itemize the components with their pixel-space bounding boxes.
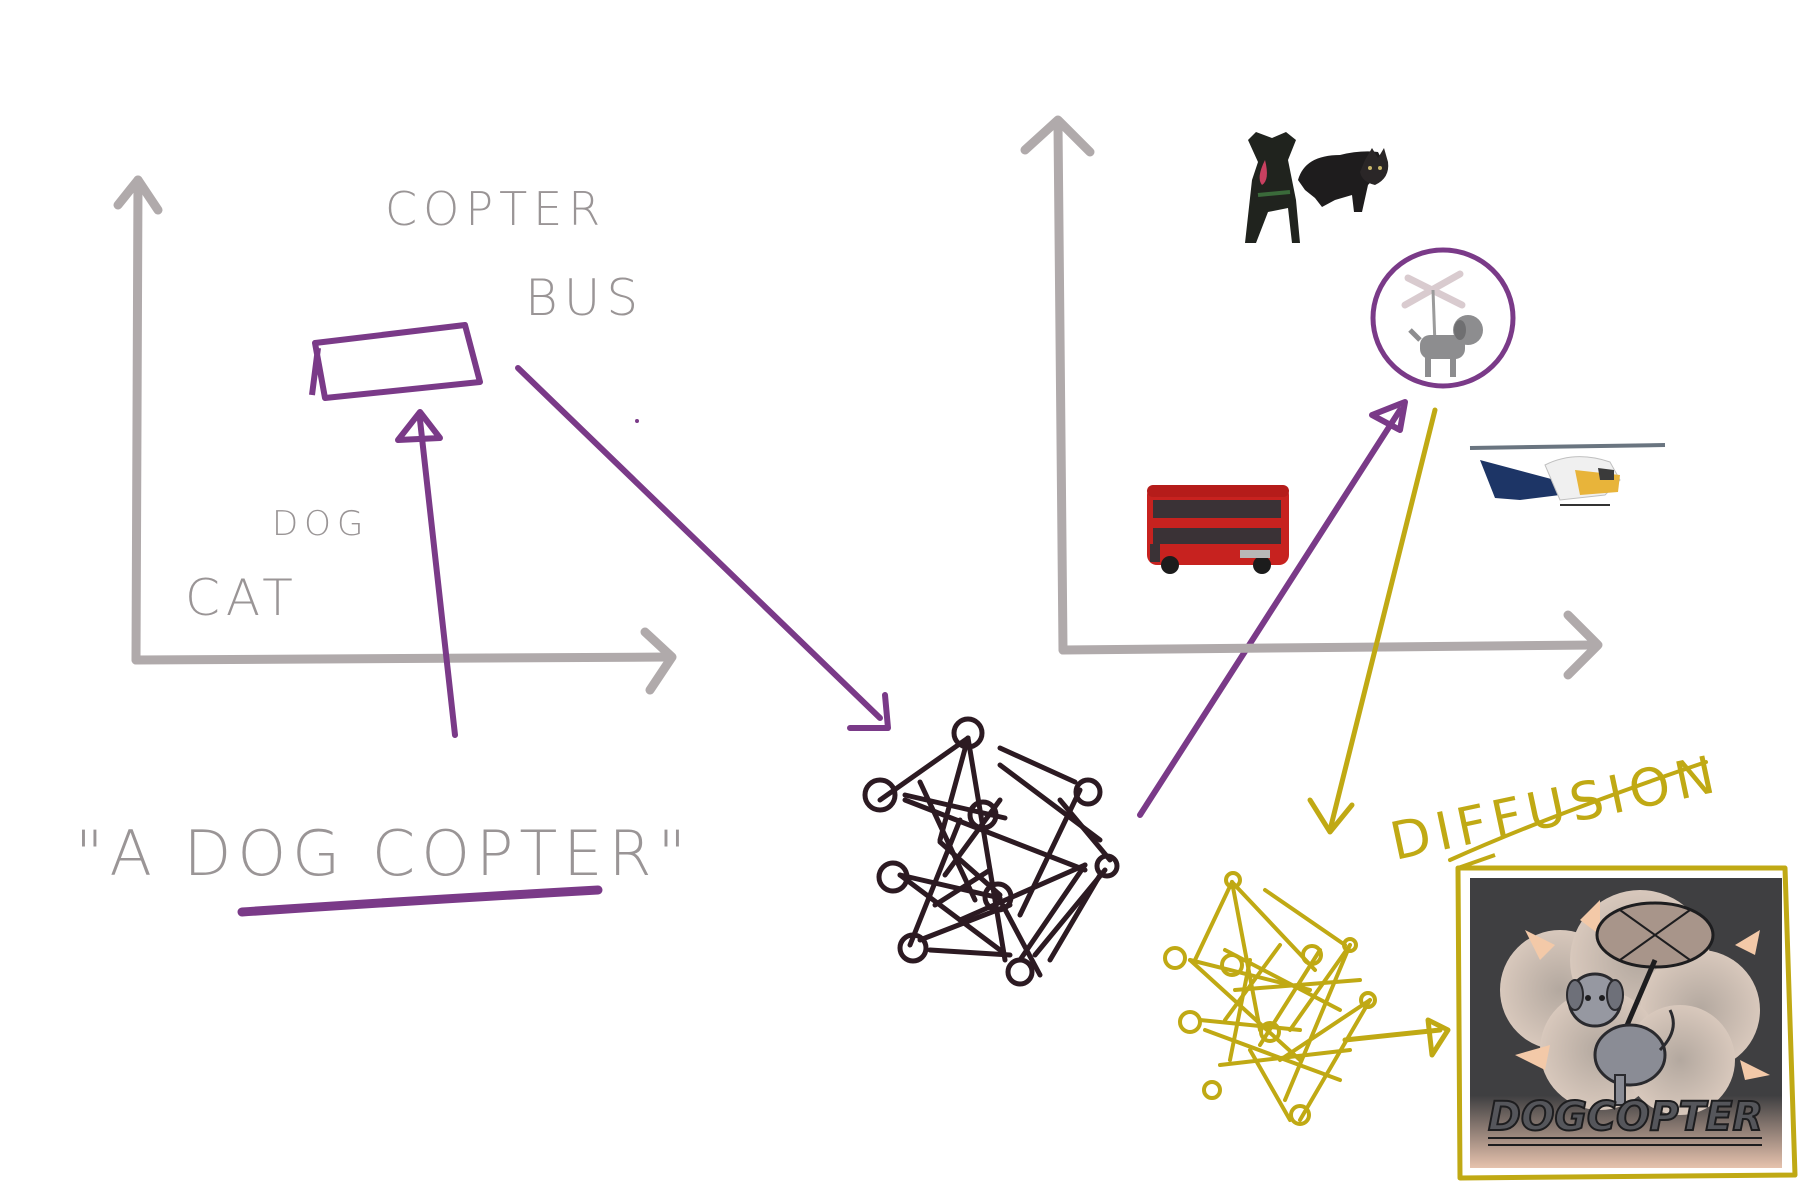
prompt-underline: [237, 885, 603, 917]
arrow-network-to-dogcopter: [1137, 399, 1408, 818]
network-node: [862, 777, 898, 813]
diffusion-label: DIFFUSION: [1385, 744, 1726, 872]
label-bus: BUS: [525, 269, 644, 327]
diffusion-node: [1342, 937, 1358, 953]
neural-network: [862, 716, 1120, 987]
network-node: [897, 932, 929, 964]
dog-icon: [1408, 315, 1483, 377]
arrow-embedding-to-diffusion: [1307, 407, 1438, 835]
dogcopter-circle: [1370, 247, 1516, 389]
label-cat: CAT: [185, 569, 299, 627]
diffusion-label-group: DIFFUSION: [1385, 744, 1726, 872]
logo-rays: [1515, 900, 1770, 1080]
label-copter: COPTER: [385, 182, 606, 236]
right-axes: [1020, 115, 1603, 680]
network-node: [951, 716, 985, 750]
cat-image: [1298, 148, 1389, 212]
network-node: [982, 881, 1014, 913]
network-node: [876, 860, 910, 894]
diffusion-node: [1359, 991, 1377, 1009]
network-node: [1005, 957, 1035, 987]
embedding-box: [309, 322, 483, 401]
logo-rotor: [1595, 901, 1715, 1031]
helicopter-image: [1469, 443, 1666, 506]
dogcopter-embedding: [1370, 247, 1516, 389]
diffusion-node: [1178, 1010, 1202, 1034]
stray-dot: [635, 419, 639, 423]
logo-text: DOGCOPTER: [1488, 1094, 1763, 1140]
network-node: [1094, 853, 1120, 879]
diffusion-node: [1163, 946, 1187, 970]
arrow-diffusion-to-output: [1342, 1017, 1451, 1058]
dog-image: [1245, 132, 1300, 243]
network-node: [1073, 777, 1103, 807]
diffusion-node: [1301, 944, 1323, 966]
bus-image: [1147, 485, 1289, 574]
diffusion-nodes: [1163, 871, 1377, 1126]
arrow-prompt-to-embedding: [395, 409, 458, 738]
network-edges: [877, 735, 1113, 978]
diffusion-node: [1289, 1104, 1311, 1126]
diffusion-node: [1224, 871, 1242, 889]
left-axes: [113, 175, 677, 695]
prompt-text: "A DOG COPTER": [75, 817, 692, 890]
diffusion-node: [1202, 1080, 1222, 1100]
diffusion-node: [1220, 953, 1244, 977]
network-nodes: [862, 716, 1120, 987]
diffusion-network: [1163, 871, 1377, 1126]
output-image: DOGCOPTER: [1455, 853, 1798, 1181]
label-dog: DOG: [272, 504, 369, 544]
arrow-embedding-to-network: [515, 365, 891, 731]
logo-dog: [1566, 972, 1675, 1106]
diffusion-node: [1259, 1021, 1281, 1043]
network-node: [967, 799, 999, 831]
